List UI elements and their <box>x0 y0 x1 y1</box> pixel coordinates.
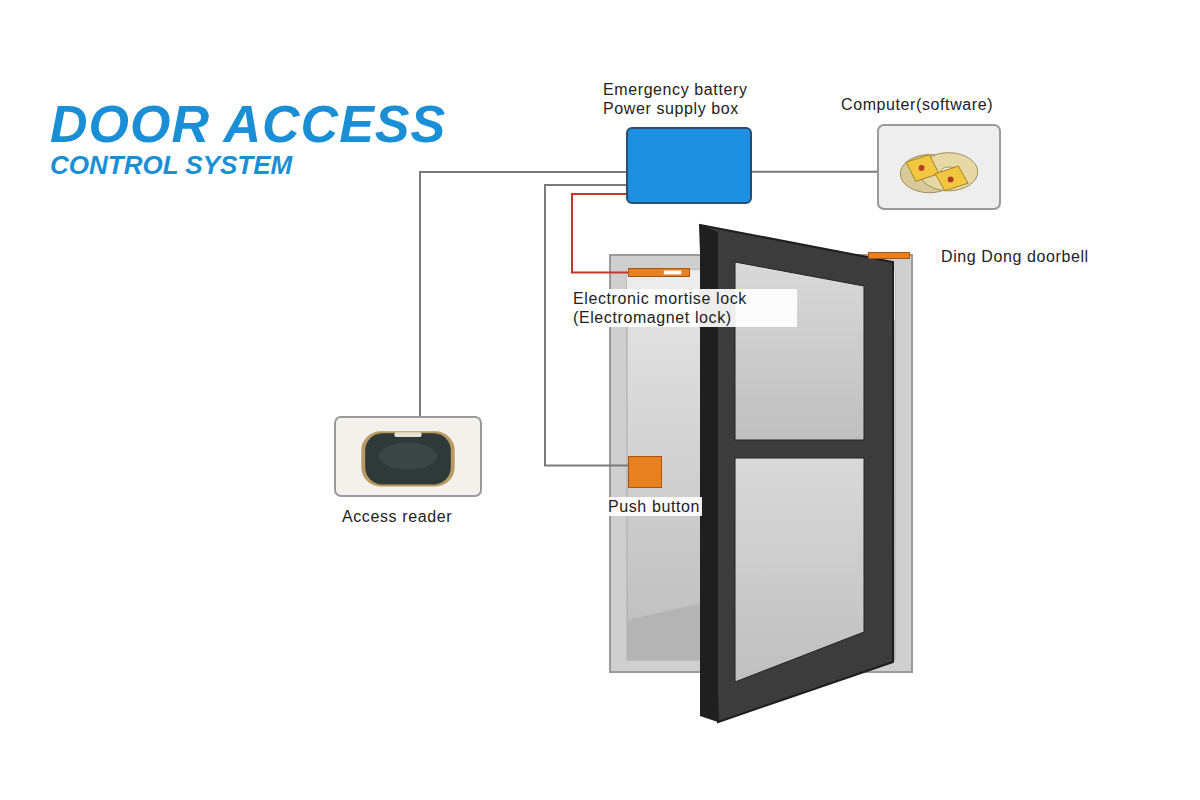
door-pane <box>735 458 864 682</box>
power-supply-box: Emergency battery Power supply box <box>626 127 752 204</box>
power-supply-box-label: Emergency battery Power supply box <box>603 80 768 118</box>
diagram-title: DOOR ACCESS <box>50 96 446 152</box>
push-button-label: Push button <box>606 497 702 516</box>
computer-box: Computer(software) <box>877 124 1001 210</box>
diagram-subtitle: CONTROL SYSTEM <box>50 150 292 180</box>
doorbell: Ding Dong doorbell <box>868 252 910 259</box>
mortise-lock: Electronic mortise lock (Electromagnet l… <box>628 268 690 277</box>
push-button: Push button <box>628 456 662 488</box>
mortise-lock-label: Electronic mortise lock (Electromagnet l… <box>571 289 797 327</box>
doorbell-label: Ding Dong doorbell <box>941 247 1089 266</box>
computer-box-label: Computer(software) <box>841 95 993 114</box>
access-reader: Access reader <box>334 416 482 497</box>
wire-connector <box>752 171 877 173</box>
wire-connector <box>572 194 628 273</box>
access-reader-label: Access reader <box>342 507 452 526</box>
